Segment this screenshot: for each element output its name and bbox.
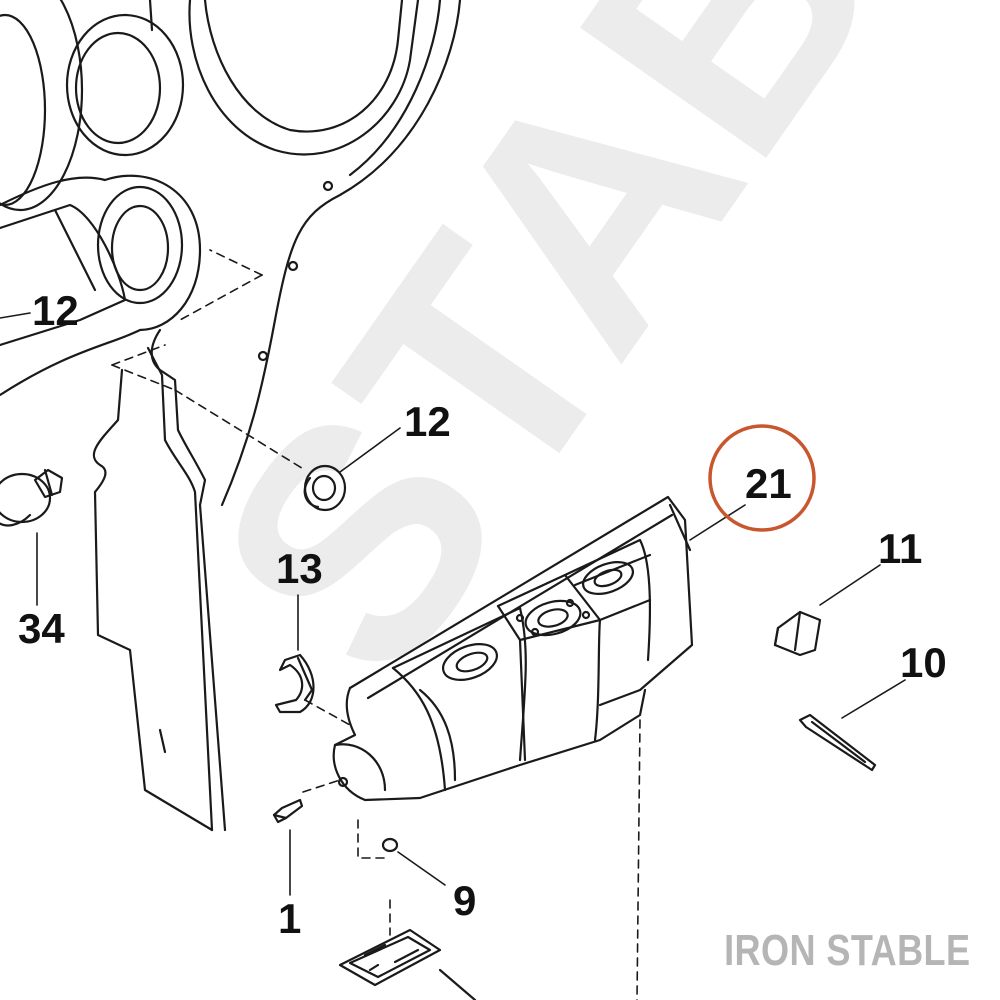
highlight-circle [708,424,816,532]
mounting-bracket [338,928,477,1000]
part-21-instrument-cover [332,495,694,802]
callout-13: 13 [276,545,323,592]
part-11-clip [773,610,822,657]
callout-10: 10 [900,639,947,686]
part-13-clip [274,653,315,714]
part-1-screw [272,798,304,824]
callout-12-right: 12 [404,398,451,445]
part-34-bulb-socket [0,468,64,527]
part-9-nut [381,837,399,853]
part-10-cable-tie [798,713,877,772]
callout-11: 11 [878,525,922,572]
callout-9: 9 [453,877,476,924]
part-12-grommet [303,464,347,512]
brand-watermark: IRON STABLE [723,926,970,975]
fairing-inner-panel [0,0,462,832]
callout-1: 1 [278,895,301,942]
callout-34: 34 [18,605,65,652]
assembly-guide-lines [111,249,641,1000]
callout-21: 21 [745,460,792,507]
callout-leaders [0,312,906,896]
callout-12-left: 12 [32,287,79,334]
callout-labels: 12 12 21 11 10 13 34 1 9 [18,287,947,942]
